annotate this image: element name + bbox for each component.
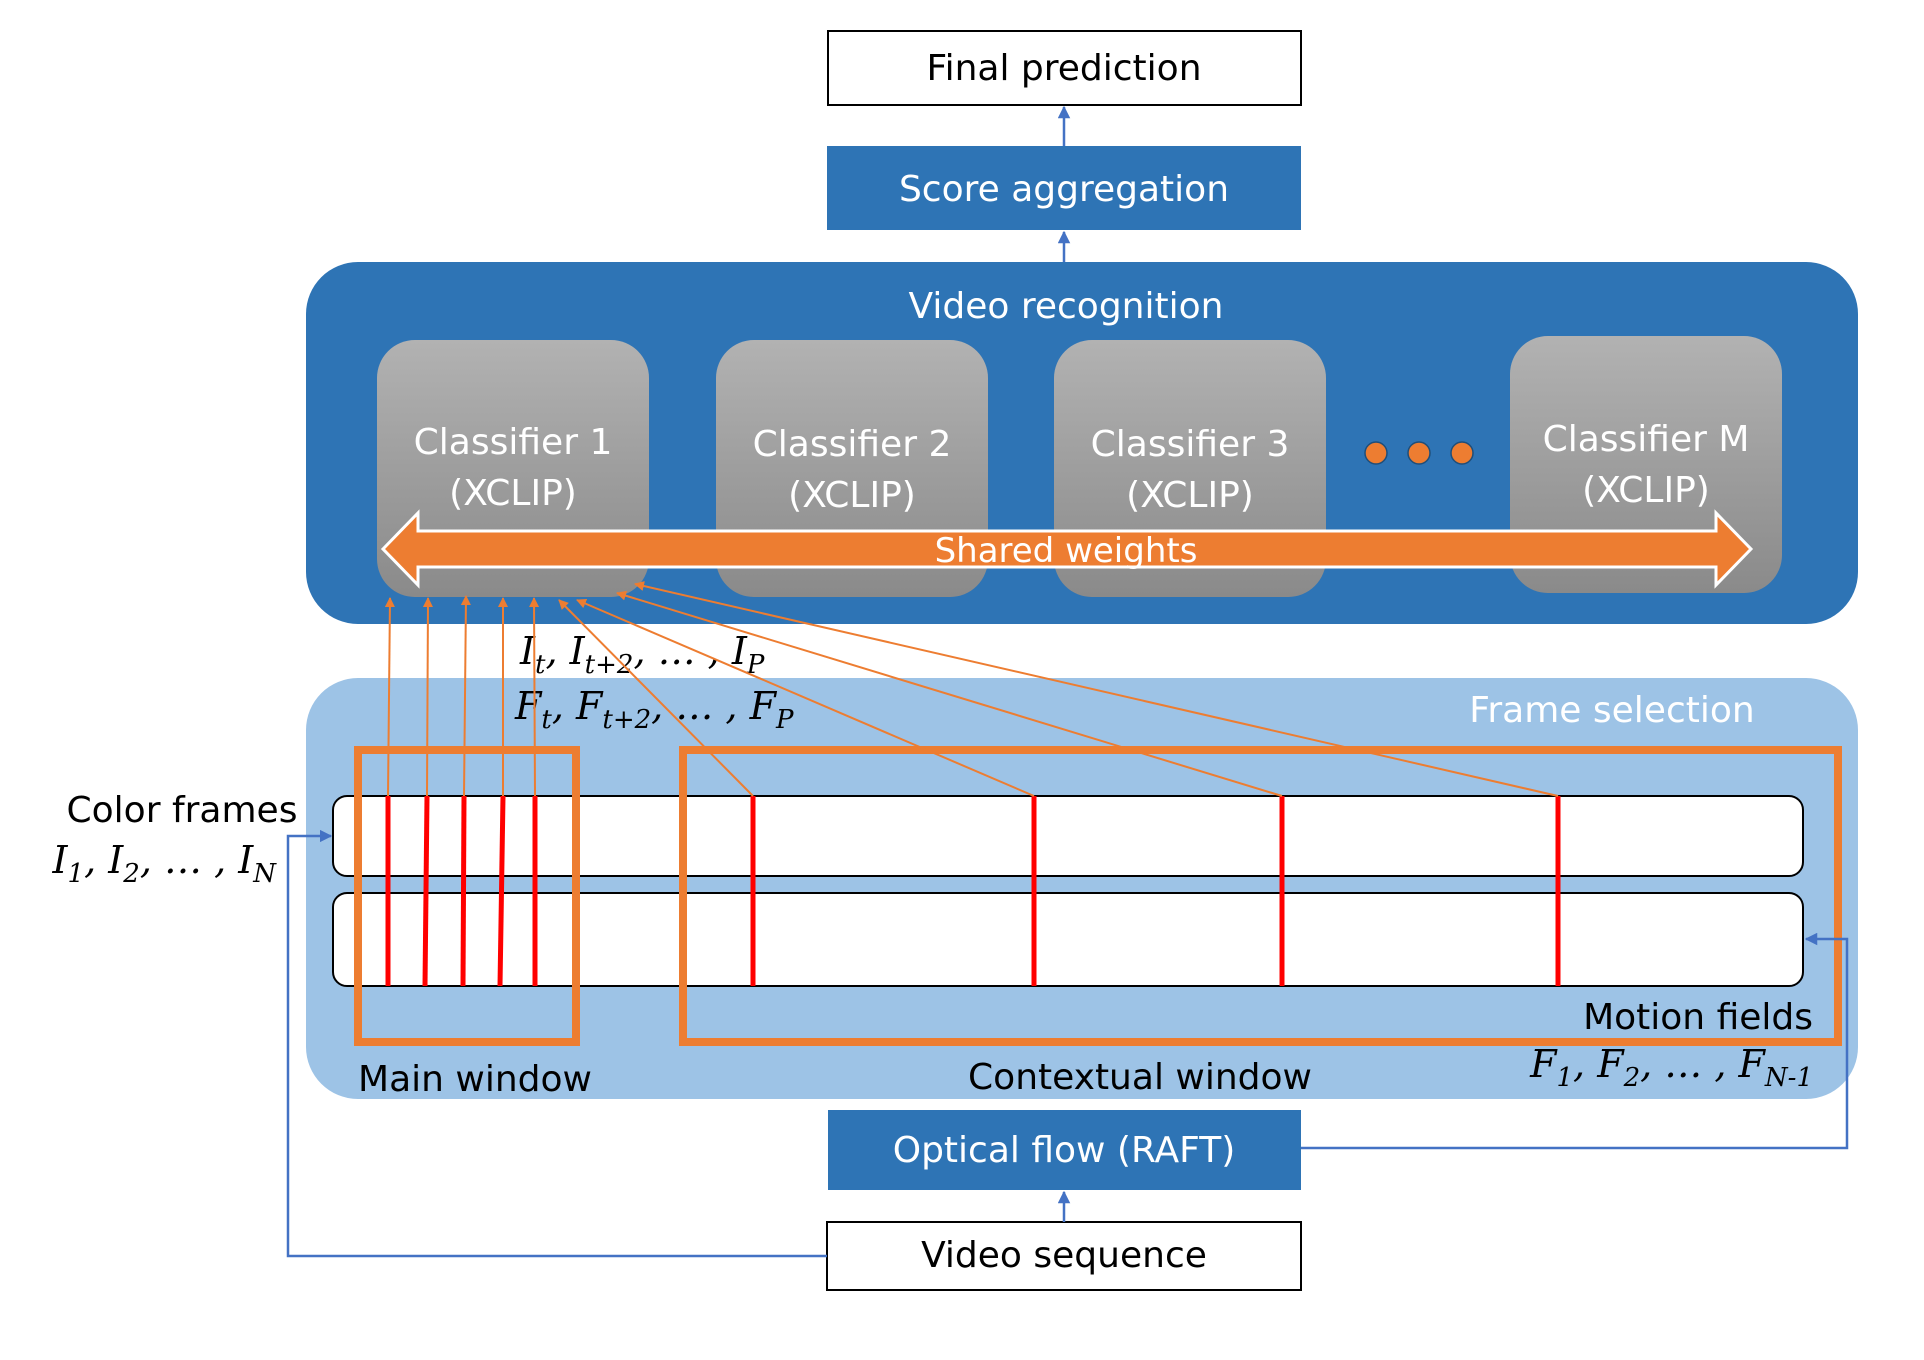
- classifier-model: (XCLIP): [449, 473, 577, 514]
- frame-marker: [460, 795, 467, 987]
- ellipsis-dot: [1364, 441, 1388, 465]
- selected-frame-markers: [385, 795, 1561, 987]
- final-prediction-label: Final prediction: [926, 48, 1201, 89]
- shared-weights-label: Shared weights: [935, 531, 1198, 571]
- frame-arrow: [616, 590, 1283, 797]
- color-frames-strip: [332, 795, 1804, 877]
- classifier-name: Classifier 3: [1091, 424, 1290, 465]
- contextual-window-outline: [679, 746, 1842, 1046]
- color-frames-label: Color frames: [67, 790, 298, 831]
- frame-arrow: [422, 597, 433, 797]
- frame-arrow: [634, 581, 1559, 797]
- classifier-model: (XCLIP): [1126, 475, 1254, 516]
- selected-motion-fields-formula: Ft, Ft+2, … , FP: [514, 684, 794, 735]
- video-recognition-title: Video recognition: [909, 286, 1224, 327]
- frame-arrow: [576, 598, 1035, 797]
- selected-color-frames-formula: It, It+2, … , IP: [519, 629, 765, 680]
- classifier-card: Classifier M (XCLIP): [1510, 336, 1782, 593]
- main-window-outline: [354, 746, 580, 1046]
- optical-flow-label: Optical flow (RAFT): [893, 1130, 1236, 1171]
- classifier-model: (XCLIP): [1582, 470, 1710, 511]
- frame-arrow: [529, 597, 540, 797]
- ellipsis-dot: [1407, 441, 1431, 465]
- score-aggregation-label: Score aggregation: [899, 169, 1229, 210]
- classifier-name: Classifier 1: [414, 422, 613, 463]
- contextual-window-label: Contextual window: [968, 1057, 1312, 1098]
- frame-selection-panel: [306, 678, 1858, 1099]
- classifier-name: Classifier M: [1543, 419, 1750, 460]
- arrow-video-to-color-frames: [286, 829, 827, 1258]
- shared-weights-arrow: [380, 509, 1754, 589]
- color-frames-formula: I1, I2, … , IN: [52, 838, 278, 889]
- final-prediction-box: [827, 30, 1302, 106]
- motion-fields-strip: [332, 892, 1804, 987]
- motion-fields-label: Motion fields: [1583, 997, 1813, 1038]
- ellipsis-dot: [1450, 441, 1474, 465]
- score-aggregation-box: [827, 146, 1301, 230]
- frame-marker: [497, 795, 506, 987]
- frame-arrow: [558, 599, 754, 797]
- arrow-optical-flow-to-motion-fields: [1301, 932, 1849, 1150]
- frame-selection-title: Frame selection: [1469, 690, 1754, 731]
- classifier-name: Classifier 2: [753, 424, 952, 465]
- frame-arrow: [460, 595, 471, 797]
- frame-marker: [422, 795, 430, 987]
- frame-to-classifier-arrows: [384, 581, 1559, 797]
- frame-arrow: [384, 597, 395, 797]
- classifier-model: (XCLIP): [788, 475, 916, 516]
- optical-flow-box: [828, 1110, 1301, 1190]
- main-window-label: Main window: [358, 1059, 592, 1100]
- motion-fields-formula: F1, F2, … , FN-1: [1529, 1042, 1813, 1093]
- video-sequence-label: Video sequence: [921, 1235, 1207, 1276]
